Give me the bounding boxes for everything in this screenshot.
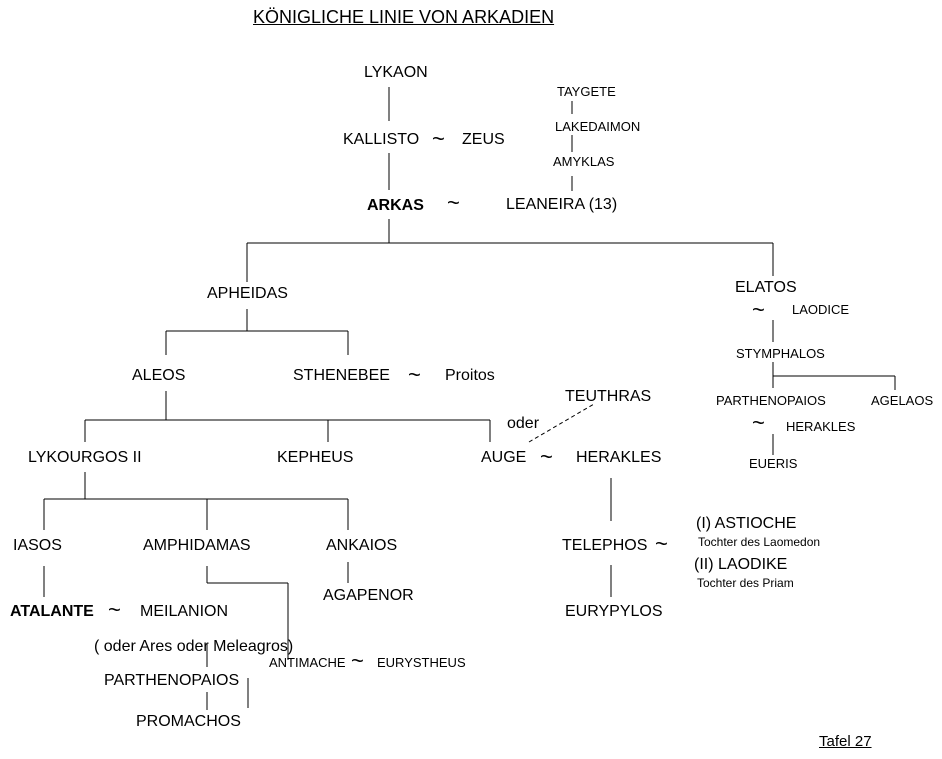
person-eueris: EUERIS (749, 456, 798, 471)
person-amphidamas: AMPHIDAMAS (143, 537, 251, 554)
page-title: KÖNIGLICHE LINIE VON ARKADIEN (253, 7, 555, 27)
person-leaneira: LEANEIRA (13) (506, 196, 618, 213)
person-apheidas: APHEIDAS (207, 285, 288, 302)
marriage-tilde: ~ (408, 362, 421, 387)
person-sthenebee: STHENEBEE (293, 367, 390, 384)
marriage-tilde: ~ (752, 297, 765, 322)
marriage-tilde: ~ (447, 190, 460, 215)
marriage-tilde: ~ (432, 126, 445, 151)
marriage-tilde: ~ (752, 410, 765, 435)
person-herakles-small: HERAKLES (786, 419, 856, 434)
person-aleos: ALEOS (132, 367, 186, 384)
person-eurystheus: EURYSTHEUS (377, 655, 466, 670)
marriage-tilde: ~ (351, 648, 364, 673)
person-telephos: TELEPHOS (562, 537, 648, 554)
person-lakedaimon: LAKEDAIMON (555, 119, 641, 134)
person-iasos: IASOS (13, 537, 62, 554)
person-eurypylos: EURYPYLOS (565, 603, 663, 620)
person-kepheus: KEPHEUS (277, 449, 354, 466)
person-lykourgos: LYKOURGOS II (28, 449, 142, 466)
note-alternative-fathers: ( oder Ares oder Meleagros) (94, 638, 294, 655)
marriage-tilde: ~ (540, 444, 553, 469)
line-teuthras-auge-dashed (528, 403, 595, 443)
person-parthenopaios-elatos-line: PARTHENOPAIOS (716, 393, 826, 408)
person-arkas: ARKAS (367, 197, 424, 214)
person-ankaios: ANKAIOS (326, 537, 398, 554)
person-parthenopaios: PARTHENOPAIOS (104, 672, 240, 689)
person-elatos: ELATOS (735, 279, 797, 296)
person-astioche: (I) ASTIOCHE (696, 515, 797, 532)
person-lykaon: LYKAON (364, 64, 428, 81)
plate-number: Tafel 27 (819, 733, 872, 750)
person-amyklas: AMYKLAS (553, 154, 615, 169)
person-zeus: ZEUS (462, 131, 505, 148)
person-teuthras: TEUTHRAS (565, 388, 652, 405)
person-auge: AUGE (481, 449, 527, 466)
label-oder: oder (507, 415, 540, 432)
person-stymphalos: STYMPHALOS (736, 346, 825, 361)
person-herakles: HERAKLES (576, 449, 662, 466)
person-proitos: Proitos (445, 367, 495, 384)
person-antimache: ANTIMACHE (269, 655, 346, 670)
person-promachos: PROMACHOS (136, 713, 241, 730)
person-meilanion: MEILANION (140, 603, 229, 620)
person-laodice: LAODICE (792, 302, 850, 317)
note-laodike: Tochter des Priam (697, 576, 794, 590)
person-kallisto: KALLISTO (343, 131, 420, 148)
person-taygete: TAYGETE (557, 84, 616, 99)
person-atalante: ATALANTE (10, 603, 94, 620)
person-laodike: (II) LAODIKE (694, 556, 788, 573)
marriage-tilde: ~ (108, 597, 121, 622)
person-agelaos: AGELAOS (871, 393, 934, 408)
note-astioche: Tochter des Laomedon (698, 535, 821, 549)
marriage-tilde: ~ (655, 531, 668, 556)
person-agapenor: AGAPENOR (323, 587, 414, 604)
